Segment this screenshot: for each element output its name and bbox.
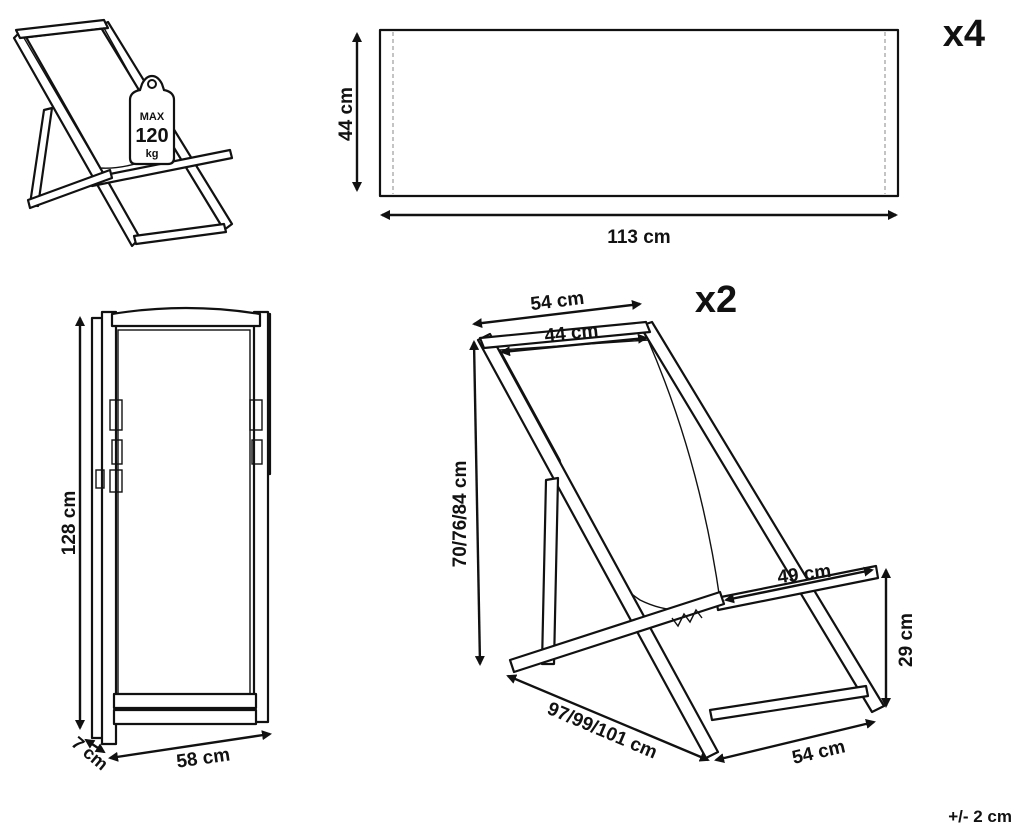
chair-length-label: 97/99/101 cm — [544, 698, 660, 763]
weight-value-label: 120 — [135, 125, 168, 147]
fabric-quantity-label: x4 — [943, 13, 985, 55]
side-view-chair — [476, 320, 886, 760]
front-depth-arrow — [84, 738, 106, 754]
chair-height-arrow — [469, 340, 485, 666]
weight-icon: MAX 120 kg — [128, 74, 176, 166]
front-view-chair — [90, 306, 272, 746]
tolerance-note: +/- 2 cm — [948, 807, 1012, 826]
chair-height-label: 70/76/84 cm — [450, 461, 471, 568]
seat-depth-arrow — [724, 566, 874, 604]
fabric-rectangle — [378, 28, 900, 198]
seat-height-label: 29 cm — [896, 613, 917, 667]
chair-length-arrow — [506, 674, 710, 762]
side-quantity-label: x2 — [695, 279, 737, 321]
front-height-label: 128 cm — [59, 491, 80, 555]
fabric-height-label: 44 cm — [336, 87, 357, 141]
base-width-arrow — [714, 719, 876, 763]
fabric-width-label: 113 cm — [607, 227, 670, 248]
inner-width-arrow — [500, 333, 648, 357]
weight-max-label: MAX — [140, 111, 165, 123]
front-width-arrow — [108, 730, 272, 762]
outer-width-arrow — [472, 299, 642, 329]
thumbnail-chair — [12, 18, 234, 248]
fabric-panel: 44 cm 113 cm x4 — [336, 13, 985, 248]
weight-unit-label: kg — [146, 148, 159, 160]
front-width-label: 58 cm — [175, 744, 231, 772]
